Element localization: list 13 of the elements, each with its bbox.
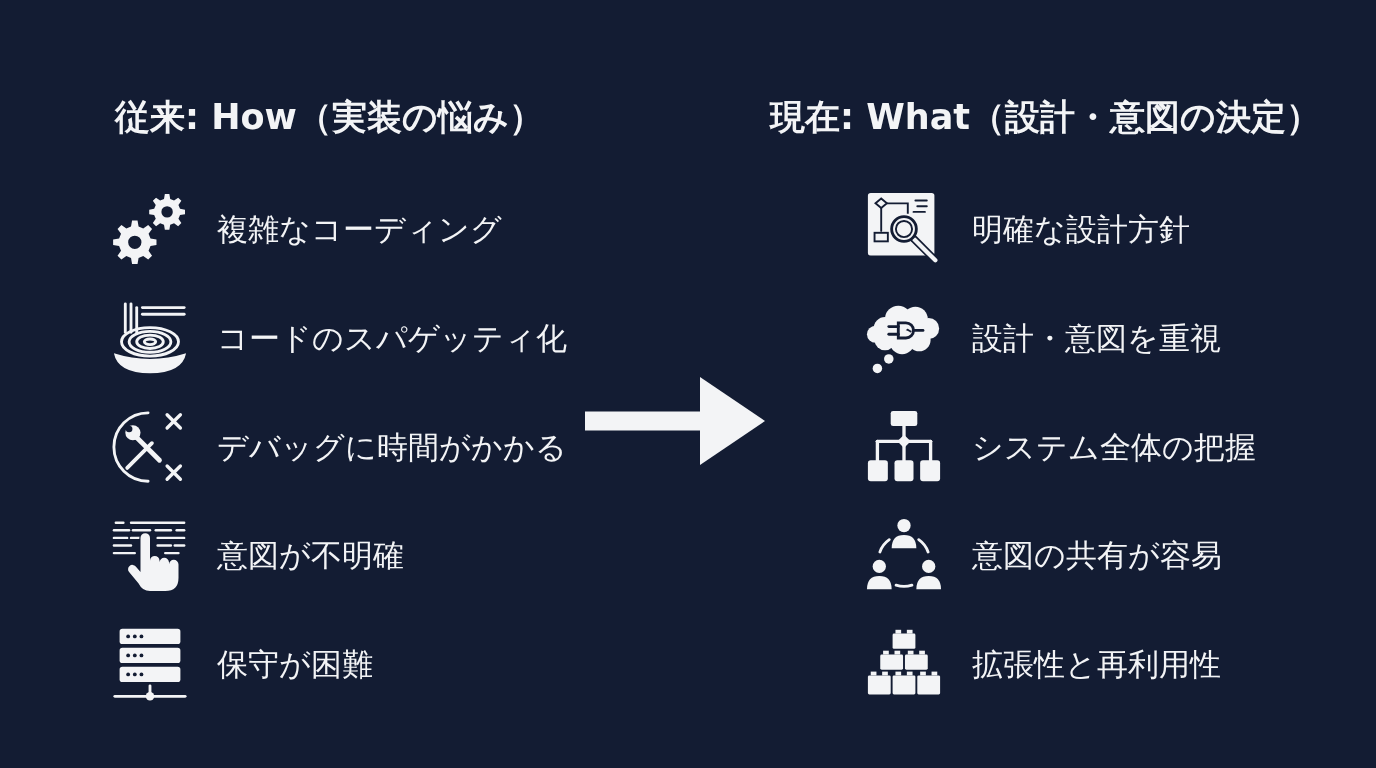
item-text: 拡張性と再利用性 [972,645,1221,684]
item-text: 複雑なコーディング [217,210,502,249]
item-text: コードのスパゲッティ化 [217,319,567,358]
item-text: 設計・意図を重視 [972,319,1221,358]
item-text: 保守が困難 [217,645,373,684]
item-text: 意図の共有が容易 [972,536,1222,575]
column-heading: 現在: What（設計・意図の決定） [770,96,1322,138]
item-text: 明確な設計方針 [972,210,1190,249]
item-text: システム全体の把握 [972,428,1256,467]
item-text: 意図が不明確 [217,536,404,575]
item-text: デバッグに時間がかかる [217,428,567,467]
column-heading: 従来: How（実装の悩み） [115,96,544,138]
arrow [585,377,765,465]
